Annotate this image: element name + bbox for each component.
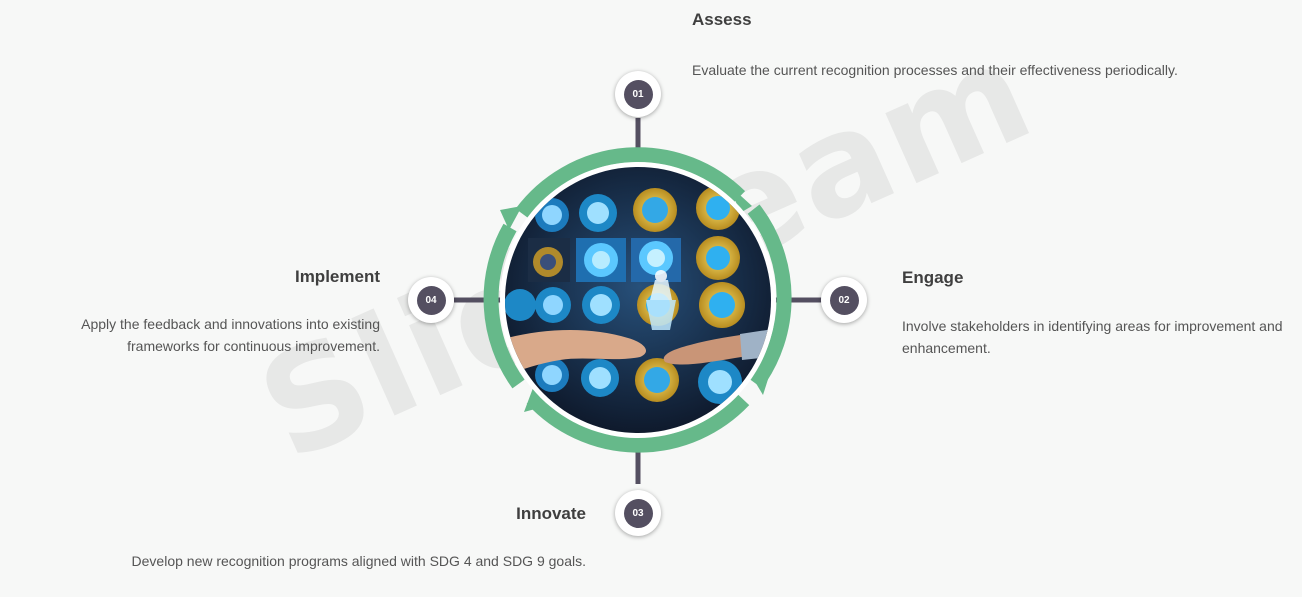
step-01-title: Assess xyxy=(692,10,752,29)
center-photo xyxy=(505,167,771,433)
step-04-title: Implement xyxy=(294,267,380,286)
ring-arc-top xyxy=(515,147,746,218)
ring-arc-left xyxy=(483,223,525,389)
glowing-trophy xyxy=(646,270,676,330)
hand-left xyxy=(505,330,646,378)
step-04-description: Apply the feedback and innovations into … xyxy=(81,316,380,354)
cycle-ring xyxy=(483,147,792,453)
step-02-description: Involve stakeholders in identifying area… xyxy=(902,318,1283,356)
step-02-badge: 02 xyxy=(821,277,867,323)
ring-arrowheads xyxy=(500,186,770,412)
step-04-badge: 04 xyxy=(408,277,454,323)
step-01-badge: 01 xyxy=(615,71,661,117)
step-03-badge: 03 xyxy=(615,490,661,536)
step-04-number: 04 xyxy=(416,285,446,315)
ring-arc-right xyxy=(747,204,792,389)
medal-grid xyxy=(505,186,745,404)
step-02-number: 02 xyxy=(829,285,859,315)
step-03-number: 03 xyxy=(623,498,653,528)
step-02-title: Engage xyxy=(902,268,964,287)
ring-arc-bottom xyxy=(526,393,750,453)
step-01-description: Evaluate the current recognition process… xyxy=(692,62,1178,78)
step-01-number: 01 xyxy=(623,79,653,109)
step-03-description: Develop new recognition programs aligned… xyxy=(131,553,586,569)
step-03-title: Innovate xyxy=(516,504,586,523)
